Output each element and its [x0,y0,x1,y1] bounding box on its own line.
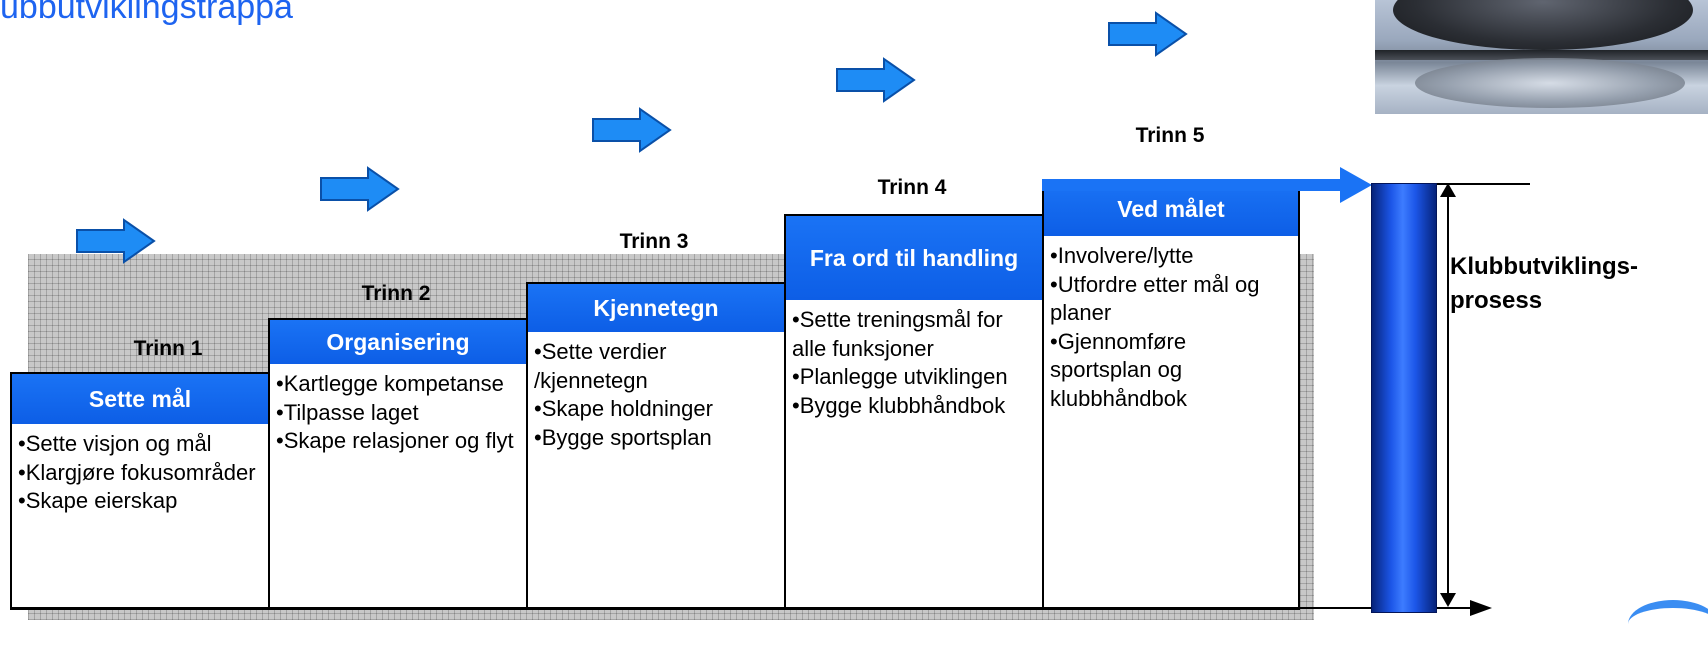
baseline-line [10,607,1480,609]
step-1-bullet-3: •Skape eierskap [18,488,178,513]
baseline-arrowhead-icon [1470,600,1492,616]
step-5-bullet-1: •Involvere/lytte [1050,243,1194,268]
step-3-bullets: •Sette verdier /kjennetegn •Skape holdni… [528,332,784,452]
top-reference-line [1372,183,1530,185]
arrow-right-icon [592,107,672,153]
step-4-bullets: •Sette treningsmål for alle funksjoner •… [786,300,1042,420]
step-4-bullet-2: •Planlegge utviklingen [792,364,1008,389]
step-1-box: Sette mål •Sette visjon og mål •Klargjør… [10,372,270,610]
step-3-box: Kjennetegn •Sette verdier /kjennetegn •S… [526,282,786,610]
goal-arrow-icon [1042,167,1372,203]
step-2-header: Organisering [270,320,526,364]
step-3-bullet-2: •Skape holdninger [534,396,713,421]
step-5-bullet-3: •Gjennomføre sportsplan og klubbhåndbok [1050,328,1193,411]
step-3-header: Kjennetegn [528,284,784,332]
step-4-box: Fra ord til handling •Sette treningsmål … [784,214,1044,610]
step-3-bullet-3: •Bygge sportsplan [534,424,712,450]
arrow-right-icon [76,218,156,264]
step-4-header: Fra ord til handling [786,216,1042,300]
step-1-header: Sette mål [12,374,268,424]
step-4-bullet-3: •Bygge klubbhåndbok [792,392,1006,418]
step-2-bullet-3: •Skape relasjoner og flyt [276,428,514,453]
arrow-right-icon [836,57,916,103]
trinn-label-2: Trinn 2 [361,282,431,305]
step-2-bullet-1: •Kartlegge kompetanse [276,371,504,396]
photo-stone-edge [1375,50,1708,60]
step-1-bullet-1: •Sette visjon og mål [18,431,212,456]
trinn-label-4: Trinn 4 [877,176,947,199]
trinn-label-3: Trinn 3 [619,230,689,253]
vertical-double-arrow-icon [1440,183,1456,607]
arrow-right-icon [1108,11,1188,57]
process-cylinder [1371,183,1437,613]
step-1-bullet-2: •Klargjøre fokusområder [18,459,256,485]
photo-stone-reflection [1415,58,1685,108]
logo-fragment [1628,600,1708,648]
step-2-bullets: •Kartlegge kompetanse •Tilpasse laget •S… [270,364,526,456]
process-label: Klubbutviklings- prosess [1450,253,1638,314]
step-5-box: Ved målet •Involvere/lytte •Utfordre ett… [1042,180,1300,610]
stones-photo [1375,0,1708,114]
arrow-right-icon [320,166,400,212]
step-5-bullet-2: •Utfordre etter mål og planer [1050,271,1266,326]
step-4-bullet-1: •Sette treningsmål for alle funksjoner [792,307,1009,361]
photo-stone-top [1393,0,1693,50]
trinn-label-1: Trinn 1 [133,337,203,360]
step-5-bullets: •Involvere/lytte •Utfordre etter mål og … [1044,236,1298,413]
step-2-box: Organisering •Kartlegge kompetanse •Tilp… [268,318,528,610]
diagram-title: ubbutviklingstrappa [0,0,293,26]
step-3-bullet-1: •Sette verdier /kjennetegn [534,339,673,393]
trinn-label-5: Trinn 5 [1135,124,1205,147]
step-2-bullet-2: •Tilpasse laget [276,399,419,425]
step-1-bullets: •Sette visjon og mål •Klargjøre fokusomr… [12,424,268,516]
